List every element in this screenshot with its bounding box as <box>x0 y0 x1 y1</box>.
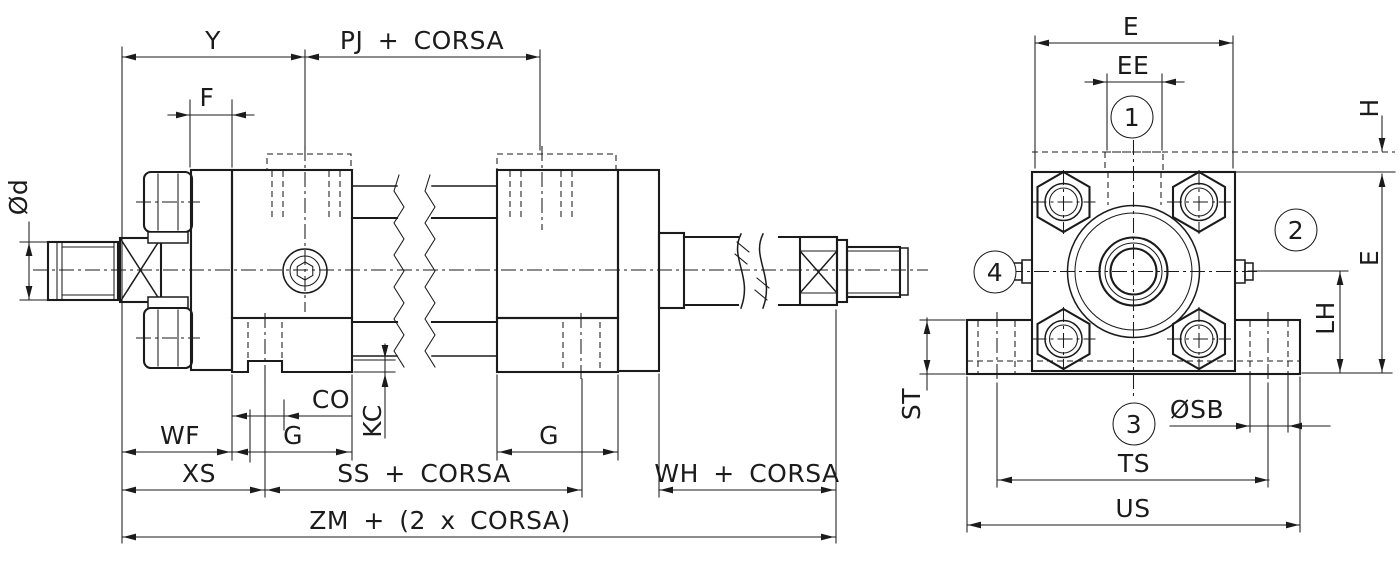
thread-end <box>845 245 902 299</box>
cylinder-head-front <box>230 146 354 379</box>
side-view: Y PJ + CORSA F Ød <box>4 26 928 544</box>
dim-ts: TS <box>997 449 1270 484</box>
rod-break-line <box>736 232 746 309</box>
balloon-body-number: 2 <box>1288 216 1304 245</box>
dim-sb-diameter-label: ØSB <box>1170 395 1224 424</box>
dim-g-rear: G <box>496 421 619 456</box>
dim-ss-corsa-label: SS + CORSA <box>337 459 511 488</box>
foot-hole-left <box>977 312 1016 381</box>
dim-g-front: G <box>232 421 352 456</box>
cylinder-head-rear <box>495 146 620 379</box>
dim-us: US <box>966 494 1301 529</box>
dim-rod-diameter: Ød <box>4 179 33 301</box>
side-view-extension-lines <box>19 46 837 544</box>
tie-rod-nut-top-left <box>1031 170 1096 234</box>
end-view: E EE H E LH <box>897 12 1396 533</box>
break-line-left <box>393 174 405 368</box>
dim-e-side-label: E <box>1355 250 1384 266</box>
dim-g-front-label: G <box>283 421 303 450</box>
balloon-foot: 3 <box>1112 402 1156 446</box>
balloon-foot-number: 3 <box>1126 410 1142 439</box>
head-lug-slot <box>230 316 354 374</box>
dim-pj-corsa-label: PJ + CORSA <box>340 26 504 55</box>
dim-co: CO <box>232 385 353 420</box>
piston-rod-front <box>46 240 120 302</box>
cushion-screw <box>282 248 328 294</box>
dim-zm-corsa: ZM + (2 x CORSA) <box>121 506 836 541</box>
balloon-cushion-screw: 4 <box>973 250 1017 294</box>
dim-kc-label: KC <box>358 404 387 437</box>
rod-guide-boss <box>657 231 686 310</box>
rod-coupling-rear <box>798 235 909 307</box>
front-port-hidden <box>266 153 352 171</box>
dim-zm-corsa-label: ZM + (2 x CORSA) <box>309 506 571 535</box>
dim-lh-label: LH <box>1311 301 1340 335</box>
break-line-right <box>424 174 436 368</box>
dim-xs: XS <box>121 459 265 494</box>
dim-f: F <box>167 83 255 119</box>
end-view-extension-lines <box>919 35 1396 533</box>
piston-rod-rear <box>682 232 802 309</box>
dim-h: H <box>1355 98 1386 188</box>
dim-e-top: E <box>1034 12 1234 47</box>
dim-ss-corsa: SS + CORSA <box>265 459 582 494</box>
dim-lh: LH <box>1311 270 1344 374</box>
dim-st: ST <box>897 317 931 420</box>
dim-wh-corsa: WH + CORSA <box>654 459 839 494</box>
dim-y-label: Y <box>204 26 221 55</box>
dim-ee: EE <box>1084 51 1185 86</box>
dim-pj-corsa: PJ + CORSA <box>304 26 541 61</box>
dim-kc: KC <box>358 343 389 439</box>
balloon-cushion-screw-number: 4 <box>987 258 1003 287</box>
dim-g-rear-label: G <box>539 421 559 450</box>
dim-f-label: F <box>200 83 215 112</box>
dim-sb-diameter: ØSB <box>1169 395 1331 430</box>
dim-e-top-label: E <box>1123 12 1139 41</box>
rod-coupling-front <box>118 236 163 304</box>
balloon-body: 2 <box>1274 208 1318 252</box>
dim-e-side: E <box>1355 173 1386 374</box>
dim-st-label: ST <box>897 388 926 420</box>
tie-rod-nut-top-right <box>1167 170 1231 234</box>
dim-wf: WF <box>121 421 232 456</box>
dim-h-label: H <box>1355 98 1384 117</box>
dim-wh-corsa-label: WH + CORSA <box>654 459 839 488</box>
dim-xs-label: XS <box>182 459 216 488</box>
port-hidden <box>1104 151 1164 173</box>
balloon-port: 1 <box>1110 95 1154 139</box>
dim-ee-label: EE <box>1117 51 1150 80</box>
foot-hole-right <box>1249 312 1289 381</box>
tie-rod-nut-bottom-left <box>1031 307 1096 371</box>
cylinder-tube-break <box>350 174 499 368</box>
dim-ts-label: TS <box>1117 449 1150 478</box>
side-view-dimensions: Y PJ + CORSA F Ød <box>4 26 839 541</box>
dim-rod-diameter-label: Ød <box>4 179 33 216</box>
dim-co-label: CO <box>312 385 350 414</box>
balloon-port-number: 1 <box>1124 103 1140 132</box>
dim-wf-label: WF <box>160 421 200 450</box>
dim-y: Y <box>121 26 306 61</box>
dim-us-label: US <box>1115 494 1150 523</box>
rear-port-hidden <box>496 153 617 171</box>
end-view-dimensions: E EE H E LH <box>897 12 1386 529</box>
